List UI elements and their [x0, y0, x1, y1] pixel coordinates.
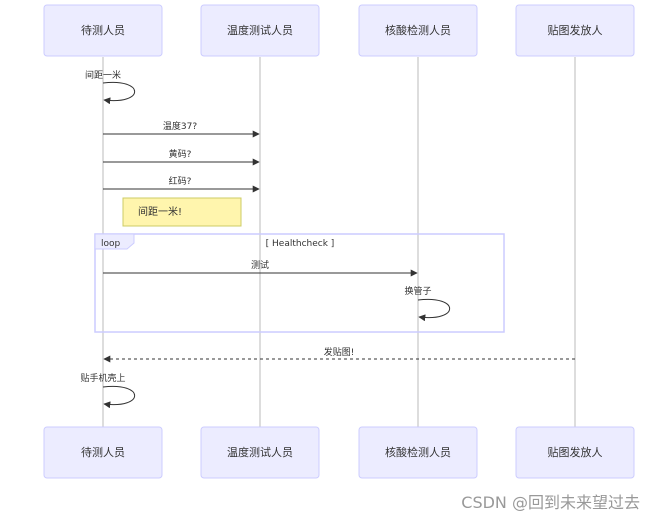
message-label: 黄码? [169, 148, 192, 160]
actor-label: 温度测试人员 [227, 23, 293, 37]
loop-label: loop [101, 239, 121, 249]
message-red-code: 红码? [103, 175, 260, 193]
watermark: CSDN @回到未来望过去 [461, 493, 640, 512]
actor-top-nucleic: 核酸检测人员 [358, 4, 478, 57]
loop-frame: loop [ Healthcheck ] [94, 233, 505, 333]
message-label: 测试 [251, 259, 269, 271]
actor-top-sticker: 贴图发放人 [515, 4, 635, 57]
actor-bottom-subject: 待测人员 [43, 426, 163, 479]
actor-top-temperature: 温度测试人员 [200, 4, 320, 57]
message-test: 测试 [103, 259, 418, 277]
message-label: 间距一米 [85, 69, 121, 81]
actor-label: 核酸检测人员 [385, 23, 451, 37]
actor-bottom-temperature: 温度测试人员 [200, 426, 320, 479]
actor-top-subject: 待测人员 [43, 4, 163, 57]
message-yellow-code: 黄码? [103, 148, 260, 166]
note-text: 间距一米! [138, 205, 182, 218]
note: 间距一米! [122, 197, 242, 227]
message-self-change-tube: 换管子 [404, 285, 450, 322]
message-label: 红码? [169, 175, 192, 187]
actor-label: 待测人员 [81, 445, 125, 459]
message-self-distance: 间距一米 [85, 69, 135, 105]
message-label: 发贴图! [324, 346, 355, 358]
actor-label: 核酸检测人员 [385, 445, 451, 459]
actor-bottom-nucleic: 核酸检测人员 [358, 426, 478, 479]
actor-bottom-sticker: 贴图发放人 [515, 426, 635, 479]
actor-label: 贴图发放人 [548, 23, 603, 37]
message-label: 贴手机壳上 [80, 372, 125, 384]
actor-label: 贴图发放人 [548, 445, 603, 459]
message-label: 温度37? [163, 120, 197, 132]
message-self-stick-phone: 贴手机壳上 [80, 372, 135, 409]
message-issue-sticker: 发贴图! [103, 346, 575, 363]
loop-title: [ Healthcheck ] [266, 239, 335, 249]
message-label: 换管子 [404, 285, 431, 297]
actor-label: 待测人员 [81, 23, 125, 37]
message-temperature: 温度37? [103, 120, 260, 138]
actor-label: 温度测试人员 [227, 445, 293, 459]
